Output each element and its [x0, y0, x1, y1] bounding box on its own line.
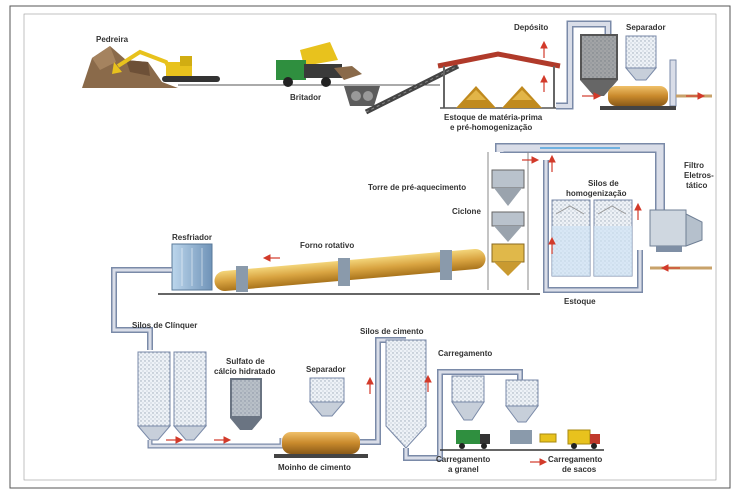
label-ciclone: Ciclone [452, 207, 481, 216]
label-sulfato-line2: cálcio hidratado [214, 367, 275, 376]
label-carreg-sacos-line1: Carregamento [548, 455, 602, 464]
label-estoque-mp-line2: e pré-homogenização [450, 123, 532, 132]
bags-truck-icon [539, 429, 600, 449]
homogenization-silos [551, 199, 633, 277]
label-silos-homog-line2: homogenização [566, 189, 627, 198]
label-silos-homog-line1: Silos de [588, 179, 619, 188]
clinker-silos [136, 351, 208, 441]
gypsum-silo [230, 378, 262, 430]
bulk-truck-icon [456, 430, 490, 449]
label-forno: Forno rotativo [300, 241, 354, 250]
top-separator [624, 35, 677, 107]
label-resfriador: Resfriador [172, 233, 212, 242]
loading-silos [451, 375, 539, 444]
cement-silo [385, 339, 427, 449]
label-pedreira: Pedreira [96, 35, 129, 44]
inner-border [23, 13, 717, 481]
label-britador: Britador [290, 93, 321, 102]
label-carreg-sacos-line2: de sacos [562, 465, 597, 474]
label-sulfato-line1: Sulfato de [226, 357, 265, 366]
quarry-rocks [82, 46, 178, 88]
electrostatic-filter [649, 209, 703, 252]
label-silos-cimento: Silos de cimento [360, 327, 424, 336]
label-deposito: Depósito [514, 23, 548, 32]
label-separador-bottom: Separador [306, 365, 346, 374]
label-moinho: Moinho de cimento [278, 463, 351, 472]
bottom-separator [308, 377, 346, 417]
crusher-icon [344, 86, 380, 106]
deposit-silo [580, 34, 618, 96]
label-estoque-mp-line1: Estoque de matéria-prima [444, 113, 543, 122]
raw-mill [600, 86, 676, 110]
dump-truck-icon [276, 42, 362, 87]
raw-storage-shed [437, 51, 562, 109]
label-silos-clinquer: Silos de Clínquer [132, 321, 197, 330]
label-carreg-granel-line2: a granel [448, 465, 479, 474]
preheater-tower [487, 152, 529, 290]
rotary-kiln [214, 249, 486, 292]
label-filtro-line3: tático [686, 181, 707, 190]
label-filtro-line2: Eletros- [684, 171, 714, 180]
label-estoque: Estoque [564, 297, 596, 306]
cement-mill [274, 432, 368, 458]
flow-arrows [166, 40, 706, 466]
clinker-cooler [171, 243, 213, 291]
label-carregamento: Carregamento [438, 349, 492, 358]
label-torre: Torre de pré-aquecimento [368, 183, 466, 192]
label-carreg-granel-line1: Carregamento [436, 455, 490, 464]
label-separador-top: Separador [626, 23, 666, 32]
label-filtro-line1: Filtro [684, 161, 704, 170]
excavator-icon [112, 49, 220, 82]
